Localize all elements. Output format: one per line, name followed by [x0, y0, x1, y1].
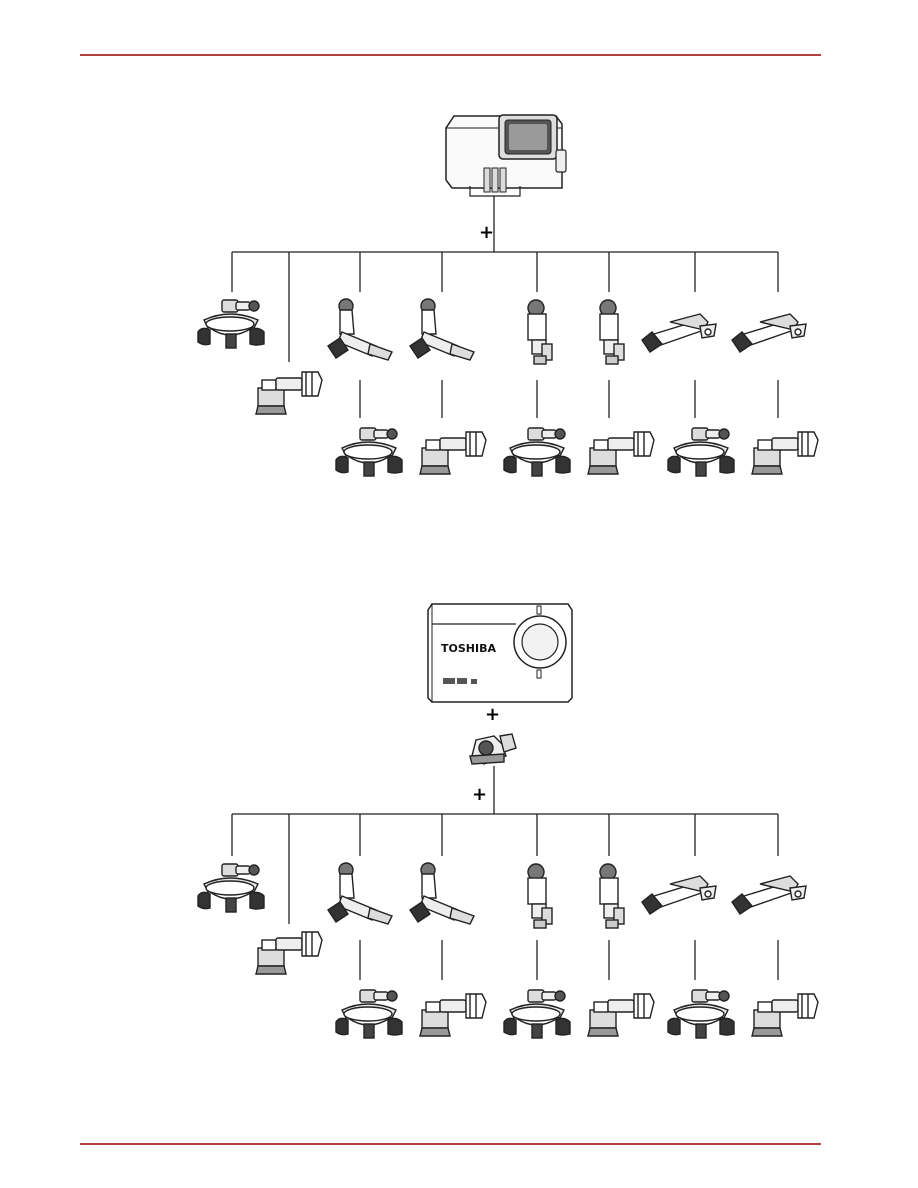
handlebar-mount-icon: [336, 428, 402, 476]
buckle-mount-icon: [256, 932, 322, 974]
pivot-arm-icon: [328, 863, 392, 924]
buckle-mount-icon: [752, 432, 818, 474]
buckle-mount-icon: [420, 994, 486, 1036]
pivot-arm-icon: [328, 299, 392, 360]
extension-arm-icon: [732, 876, 806, 914]
buckle-mount-icon: [588, 994, 654, 1036]
handlebar-mount-icon: [336, 990, 402, 1038]
extension-arm-icon: [642, 876, 716, 914]
buckle-mount-icon: [256, 372, 322, 414]
straight-arm-icon: [528, 300, 552, 364]
handlebar-mount-icon: [198, 300, 264, 348]
straight-arm-icon: [600, 864, 624, 928]
plus-sign-b1: +: [485, 704, 500, 725]
extension-arm-icon: [732, 314, 806, 352]
housing-device: [446, 115, 566, 196]
handlebar-mount-icon: [504, 990, 570, 1038]
camera-device: TOSHIBA: [428, 604, 572, 702]
handlebar-mount-icon: [668, 428, 734, 476]
buckle-mount-icon: [752, 994, 818, 1036]
handlebar-mount-icon: [504, 428, 570, 476]
straight-arm-icon: [600, 300, 624, 364]
tripod-adapter-icon: [470, 734, 516, 764]
extension-arm-icon: [642, 314, 716, 352]
plus-sign-b2: +: [472, 784, 487, 805]
buckle-mount-icon: [588, 432, 654, 474]
pivot-arm-icon: [410, 863, 474, 924]
pivot-arm-icon: [410, 299, 474, 360]
handlebar-mount-icon: [198, 864, 264, 912]
handlebar-mount-icon: [668, 990, 734, 1038]
plus-sign-a: +: [479, 222, 494, 243]
brand-label: TOSHIBA: [441, 642, 496, 655]
straight-arm-icon: [528, 864, 552, 928]
buckle-mount-icon: [420, 432, 486, 474]
